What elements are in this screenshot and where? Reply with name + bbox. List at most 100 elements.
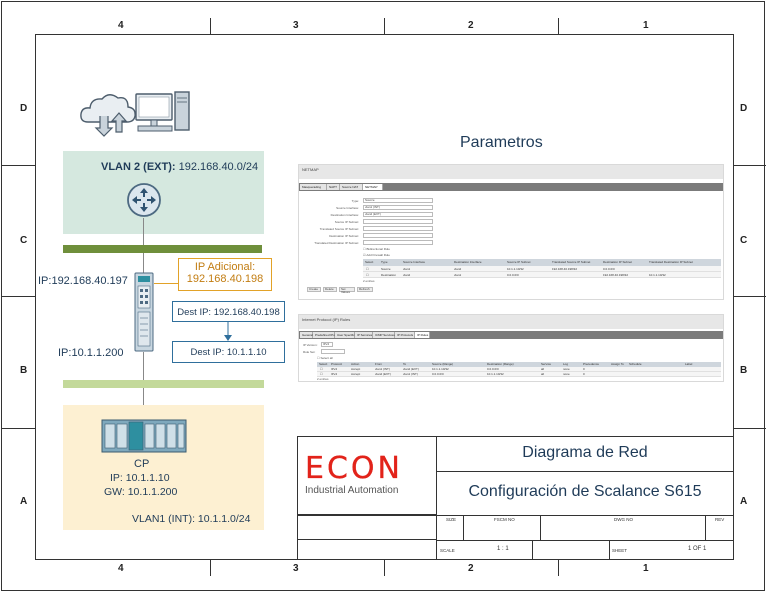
grid-header-cell: Label <box>685 362 693 366</box>
delete-button[interactable]: Delete <box>323 287 337 292</box>
scalance-s615-device <box>134 272 154 352</box>
zone-tick <box>734 428 766 429</box>
rule-set-select[interactable] <box>321 349 345 354</box>
cell-source: 0.0.0.0/0 <box>432 372 444 376</box>
bidirectional-rule-checkbox[interactable]: ☐ Bidirectional Rule <box>363 247 390 251</box>
cloud-icon <box>80 94 136 137</box>
create-button[interactable]: Create <box>307 287 321 292</box>
router-icon <box>127 183 161 217</box>
cell-destination: 10.1.1.10/32 <box>487 372 504 376</box>
set-values-button[interactable]: Set Values <box>339 287 355 294</box>
grid-header-cell: Type <box>381 260 388 264</box>
netmap-screenshot: NETMAP Masquerading NAPT Source NAT NETM… <box>298 164 724 300</box>
cell-from: vlan2 (EXT) <box>375 372 391 376</box>
table-row[interactable] <box>317 367 721 372</box>
field-label-source-interface: Source Interface: <box>336 206 359 210</box>
scale-label: SCALE <box>440 548 455 553</box>
select-all-checkbox[interactable]: ☐ Select all <box>317 356 333 360</box>
cell-precedence: 0 <box>583 372 585 376</box>
bottom-left-cell <box>297 539 437 560</box>
vlan1-label: VLAN1 (INT): 10.1.1.0/24 <box>132 513 251 525</box>
dest-ip-box-2: Dest IP: 10.1.1.10 <box>172 341 285 363</box>
tab-ip-rules[interactable]: IP Rules <box>415 332 430 338</box>
ip-rules-grid-header <box>317 362 721 367</box>
cloud-computer-icon <box>80 91 190 137</box>
zone-label-top: 1 <box>643 20 649 31</box>
title-configuracion: Configuración de Scalance S615 <box>468 483 702 500</box>
row-select-checkbox[interactable]: ☐ <box>320 372 323 376</box>
tab-ip-services[interactable]: IP Services <box>355 332 373 338</box>
zone-tick <box>384 18 385 34</box>
zone-label-bottom: 3 <box>293 563 299 574</box>
table-row[interactable] <box>317 372 721 377</box>
field-label-source-ip-subnet: Source IP Subnet: <box>334 220 359 224</box>
sheet-cell <box>609 540 734 560</box>
cell-from: vlan1 (INT) <box>375 367 390 371</box>
type-select[interactable]: Source <box>363 198 433 203</box>
tab-napt[interactable]: NAPT <box>327 184 340 190</box>
zone-tick <box>384 560 385 576</box>
field-label-destination-ip-subnet: Destination IP Subnet: <box>329 234 359 238</box>
translated-source-ip-subnet-input[interactable] <box>363 226 433 231</box>
cell-destination-ip-subnet: 192.168.40.198/32 <box>603 273 629 277</box>
econ-logo: ECON Industrial Automation <box>305 453 430 496</box>
ip-ext-label: IP:192.168.40.197 <box>38 275 128 287</box>
cell-type: Destination <box>381 273 397 277</box>
row-select-checkbox[interactable]: ☐ <box>366 273 369 277</box>
grid-header-cell: Source IP Subnet <box>507 260 531 264</box>
ip-int-label: IP:10.1.1.200 <box>58 347 124 359</box>
cell-service: all <box>541 367 545 371</box>
table-row[interactable] <box>363 266 721 272</box>
tab-general[interactable]: General <box>300 332 313 338</box>
cell-translated-source-ip-subnet: 192.168.40.198/32 <box>552 267 578 271</box>
bus-to-switch-line <box>143 253 144 275</box>
tab-predefined-ipv4[interactable]: Predefined IPv4 <box>313 332 337 338</box>
tab-ip-protocols[interactable]: IP Protocols <box>395 332 415 338</box>
zone-label-right: A <box>740 496 748 507</box>
tab-user-specific[interactable]: User Specific <box>335 332 355 338</box>
ip-version-select[interactable]: IPv4 <box>321 342 333 347</box>
computer-icon <box>135 91 190 132</box>
grid-header-cell: Translated Source IP Subnet <box>552 260 591 264</box>
zone-tick <box>210 18 211 34</box>
add-firewall-rule-checkbox[interactable]: ☑ Add Firewall Rule <box>363 253 390 257</box>
vlan2-label-prefix: VLAN 2 (EXT): <box>101 161 176 173</box>
blank-cell <box>297 515 437 540</box>
params-title: Parametros <box>460 134 543 151</box>
rev-label: REV <box>715 517 725 522</box>
tab-source-nat[interactable]: Source NAT <box>340 184 363 190</box>
select-all-label: Select all <box>320 356 333 360</box>
grid-header-cell: Translated Destination IP Subnet <box>649 260 693 264</box>
tab-masquerading[interactable]: Masquerading <box>300 184 327 190</box>
cell-action: Accept <box>351 367 361 371</box>
tab-netmap[interactable]: NETMAP <box>363 184 383 190</box>
ip-rules-header: Internet Protocol (IP) Rules <box>299 315 723 329</box>
netmap-grid-header <box>363 259 721 266</box>
row-select-checkbox[interactable]: ☐ <box>366 267 369 271</box>
dest-ip-box-1: Dest IP: 192.168.40.198 <box>172 301 285 322</box>
destination-interface-select[interactable]: vlan2 (EXT) <box>363 212 433 217</box>
cell-type: Source <box>381 267 391 271</box>
rule-set-label: Rule Set: <box>303 350 316 354</box>
grid-header-cell: Protocol <box>331 362 343 366</box>
zone-label-right: D <box>740 103 748 114</box>
netmap-entries-count: 2 entries <box>363 279 375 283</box>
zone-label-bottom: 1 <box>643 563 649 574</box>
source-interface-select[interactable]: vlan1 (INT) <box>363 205 433 210</box>
ip-rules-tabbar: General Predefined IPv4 User Specific IP… <box>299 331 723 339</box>
grid-header-cell: Precedence <box>583 362 600 366</box>
grid-header-cell: Select <box>319 362 328 366</box>
refresh-button[interactable]: Refresh <box>357 287 373 292</box>
cell-action: Accept <box>351 372 361 376</box>
field-label-translated-destination-ip-subnet: Translated Destination IP Subnet: <box>314 241 359 245</box>
table-row[interactable] <box>363 272 721 278</box>
cell-protocol: IPv4 <box>331 372 338 376</box>
tab-icmp-services[interactable]: ICMP Services <box>373 332 395 338</box>
zone-label-top: 4 <box>118 20 124 31</box>
translated-destination-ip-subnet-input[interactable] <box>363 240 433 245</box>
destination-ip-subnet-input[interactable] <box>363 233 433 238</box>
source-ip-subnet-input[interactable] <box>363 219 433 224</box>
ip-version-label: IP Version: <box>303 343 318 347</box>
row-select-checkbox[interactable]: ☐ <box>320 367 323 371</box>
grid-header-cell: Destination IP Subnet <box>603 260 632 264</box>
